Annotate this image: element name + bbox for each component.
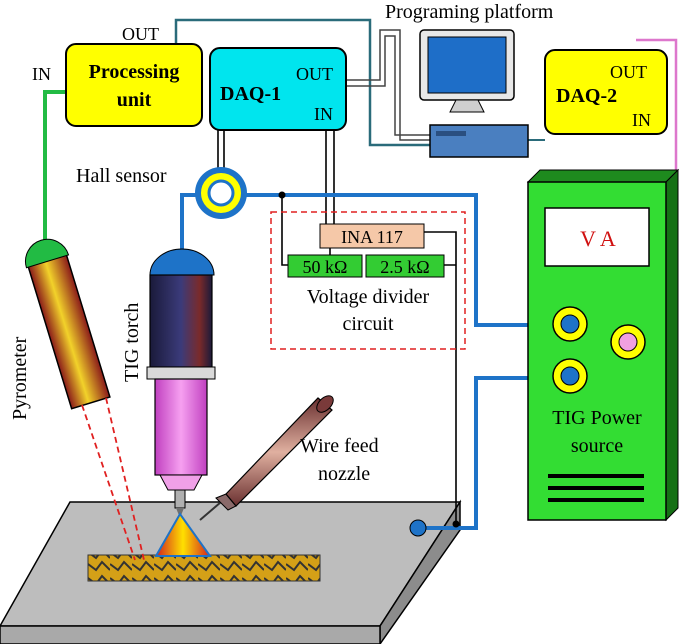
hall-sensor-ring [195, 167, 247, 219]
plate-clamp [409, 519, 427, 537]
wire-daq1-to-ina [325, 130, 335, 228]
power-source-label-1: TIG Power [552, 407, 642, 429]
power-terminal-2 [552, 358, 588, 394]
resistor-2-5k-label: 2.5 kΩ [380, 257, 429, 277]
divider-label-line1: Voltage divider [307, 286, 430, 308]
power-source-label-2: source [571, 435, 623, 457]
ina-chip [319, 223, 425, 249]
weld-bead [87, 554, 321, 582]
wire-daq1-to-pc-2 [346, 35, 430, 136]
daq1-in-label: IN [314, 104, 333, 124]
wire-feed-label-1: Wire feed [300, 435, 379, 457]
voltage-divider-box [270, 211, 466, 350]
tig-torch [146, 248, 216, 518]
wire-processing-to-pc [174, 18, 430, 147]
computer-icon [419, 29, 529, 158]
wire-pyrometer-to-processing [43, 90, 66, 240]
pyrometer-beam [81, 397, 145, 561]
daq2-in-label: IN [632, 110, 651, 130]
wire-daq1-to-hall [217, 130, 225, 170]
hall-sensor-label: Hall sensor [76, 165, 167, 187]
wire-feed-label-2: nozzle [318, 463, 370, 485]
wire-plate-blue [420, 376, 566, 530]
programming-platform-label: Programing platform [385, 1, 554, 23]
power-terminal-3 [610, 324, 646, 360]
daq1-box [209, 47, 347, 131]
divider-label-line2: circuit [342, 313, 394, 335]
processing-unit-label-1: Processing [89, 61, 180, 83]
processing-unit-box [65, 43, 203, 127]
power-terminal-1 [552, 306, 588, 342]
resistor-50k-label: 50 kΩ [303, 257, 348, 277]
power-vent-lines [548, 474, 644, 502]
weld-arc [154, 512, 212, 557]
power-display-text: V A [580, 226, 616, 251]
daq2-out-label: OUT [610, 62, 647, 82]
pyrometer-label: Pyrometer [9, 336, 31, 420]
processing-unit-label-2: unit [117, 89, 152, 111]
processing-in-label: IN [32, 64, 51, 84]
pyrometer [25, 238, 111, 410]
daq2-label: DAQ-2 [556, 85, 617, 107]
daq1-label: DAQ-1 [220, 83, 281, 105]
daq2-box [544, 49, 668, 135]
daq1-out-label: OUT [296, 64, 333, 84]
power-display [544, 207, 650, 267]
tig-torch-label: TIG torch [121, 303, 143, 382]
resistor-2-5k [365, 254, 445, 278]
resistor-50k [287, 254, 363, 278]
wire-feed-nozzle [199, 395, 334, 521]
processing-out-label: OUT [122, 24, 159, 44]
wire-daq1-to-pc [346, 29, 430, 141]
wire-torch-blue [180, 193, 566, 327]
ina-label: INA 117 [341, 227, 403, 247]
